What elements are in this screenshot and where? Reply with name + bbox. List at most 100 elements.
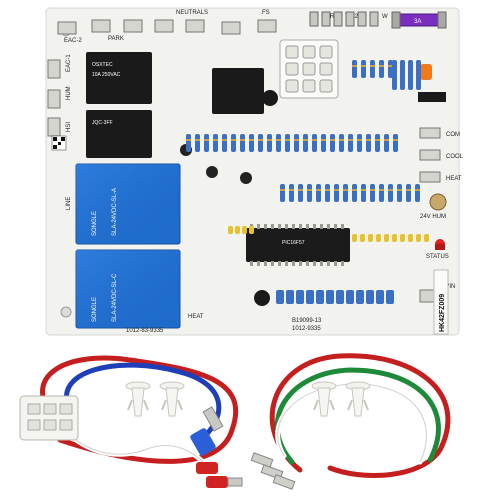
- qr-module: [58, 142, 61, 145]
- resistor: [400, 60, 405, 90]
- resistor-band: [406, 189, 411, 191]
- resistor-band: [186, 139, 191, 141]
- eac1-label: EAC-1: [66, 54, 72, 72]
- relay-face: [76, 164, 180, 244]
- resistor: [213, 134, 218, 152]
- chip-pin: [264, 224, 267, 229]
- ceramic-capacitor: [352, 234, 357, 242]
- relay-model: OSXTEC: [92, 62, 113, 68]
- spade-terminal: [257, 19, 277, 33]
- resistor: [339, 134, 344, 152]
- resistor-band: [339, 139, 344, 141]
- chip-pin: [271, 261, 274, 266]
- resistor: [370, 60, 375, 78]
- terminal-screw: [321, 11, 331, 27]
- resistor: [306, 290, 314, 304]
- chip-pin: [299, 224, 302, 229]
- connector-pin: [285, 79, 299, 93]
- resistor-array: [186, 60, 421, 304]
- resistor-band: [352, 65, 357, 67]
- chip-pin: [327, 261, 330, 266]
- r-label: R: [330, 14, 335, 20]
- resistor: [416, 60, 421, 90]
- resistor: [352, 60, 357, 78]
- terminal-blade: [202, 406, 224, 432]
- resistor-band: [370, 189, 375, 191]
- chip-pin: [278, 224, 281, 229]
- blue-spade-terminal: [190, 406, 224, 456]
- resistor-band: [334, 189, 339, 191]
- chip-pin: [341, 224, 344, 229]
- top-terminal-row: [57, 19, 277, 35]
- chip-pin: [285, 224, 288, 229]
- fs-label: FS: [262, 10, 270, 16]
- qr-module: [53, 137, 57, 141]
- standoff-clip: [345, 381, 371, 417]
- spade-terminal: [185, 19, 205, 33]
- resistor-band: [276, 139, 281, 141]
- potentiometer: [429, 193, 447, 211]
- resistor: [392, 60, 397, 90]
- spade-terminal: [123, 19, 143, 33]
- cool-label: COOL: [446, 154, 464, 160]
- resistor: [204, 134, 209, 152]
- circuit-board: NEUTRALS PARK EAC-2 FS R Y/Y2 G W 3A: [45, 7, 464, 336]
- resistor: [312, 134, 317, 152]
- resistor: [379, 60, 384, 78]
- chip-body: [246, 228, 350, 262]
- resistor: [222, 134, 227, 152]
- resistor-band: [366, 139, 371, 141]
- spade-terminal: [221, 21, 241, 35]
- chip-pins-bottom: [250, 261, 344, 266]
- connector-pin: [319, 62, 333, 76]
- resistor: [321, 134, 326, 152]
- resistor: [366, 134, 371, 152]
- resistor-band: [312, 139, 317, 141]
- terminal-screw: [333, 11, 343, 27]
- resistor-band: [316, 189, 321, 191]
- com-label: COM: [446, 132, 460, 138]
- line-label: LINE: [66, 197, 72, 210]
- part-number-lower-b: B19099-13: [292, 318, 322, 324]
- chip-pin: [341, 261, 344, 266]
- hum24-label: 24V HUM: [420, 214, 446, 220]
- spade-terminal: [47, 117, 61, 137]
- heat-bottom-label: HEAT: [188, 314, 204, 320]
- standoff-clip: [125, 381, 151, 417]
- resistor: [267, 134, 272, 152]
- orange-capacitor: [420, 64, 432, 80]
- chip-pin: [271, 224, 274, 229]
- chip-pin: [320, 224, 323, 229]
- relay-model: JQC-3FF: [92, 120, 113, 126]
- resistor: [408, 60, 413, 90]
- resistor-band: [204, 139, 209, 141]
- resistor: [298, 184, 303, 202]
- relay-model: SLA-24VDC-SL-C: [112, 273, 118, 322]
- standoff-barb: [127, 399, 149, 411]
- ceramic-capacitor: [249, 226, 254, 234]
- standoff-stem: [351, 387, 365, 417]
- resistor: [316, 290, 324, 304]
- resistor-band: [222, 139, 227, 141]
- microcontroller-chip: PIC16F57: [246, 224, 350, 266]
- resistor: [276, 134, 281, 152]
- resistor-band: [330, 139, 335, 141]
- resistor-band: [361, 65, 366, 67]
- white-6pin-connector: [19, 395, 79, 441]
- red-wire: [269, 353, 451, 478]
- black-header: [418, 92, 446, 102]
- resistor: [296, 290, 304, 304]
- ceramic-capacitor-row: [228, 226, 429, 242]
- spade-terminal: [47, 59, 61, 79]
- relay-rating: 10A 250VAC: [92, 72, 121, 78]
- chip-model: PIC16F57: [282, 240, 305, 246]
- resistor-band: [415, 189, 420, 191]
- resistor: [361, 60, 366, 78]
- terminal-insulator: [196, 462, 218, 474]
- terminal-screw: [369, 11, 379, 27]
- resistor: [330, 134, 335, 152]
- resistor-band: [379, 189, 384, 191]
- resistor: [346, 290, 354, 304]
- chip-pin: [320, 261, 323, 266]
- standoff-barb: [313, 399, 335, 411]
